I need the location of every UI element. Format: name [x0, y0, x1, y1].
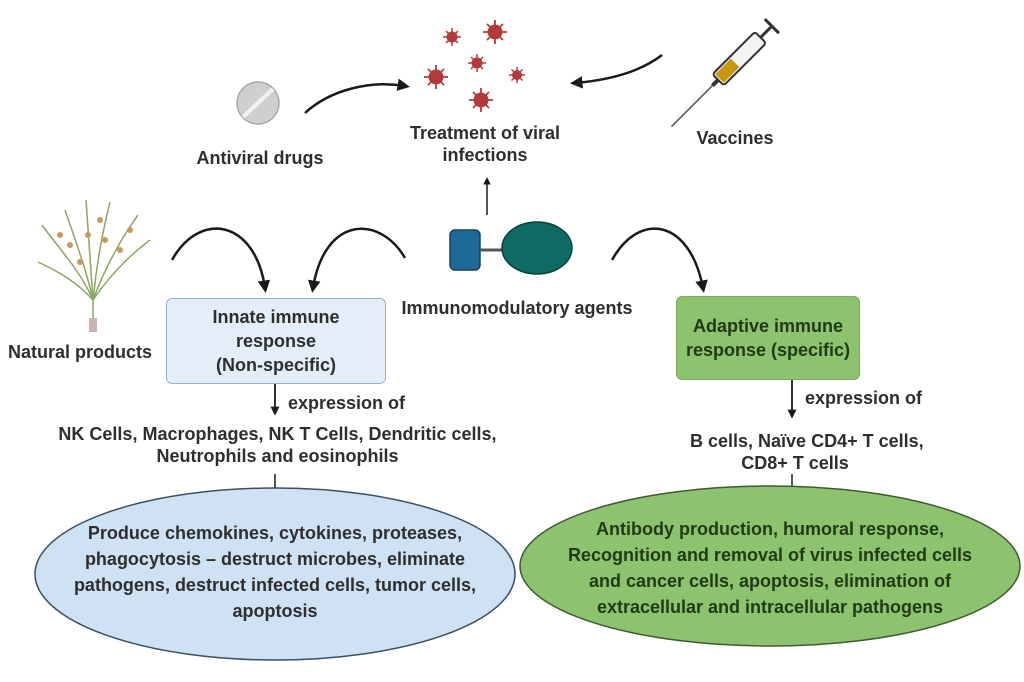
- natural-products-label: Natural products: [7, 342, 153, 362]
- antiviral-drugs-label: Antiviral drugs: [196, 148, 324, 168]
- adaptive-effects-line: and cancer cells, apoptosis, elimination…: [588, 571, 952, 591]
- treatment-label: Treatment of viral infections: [400, 122, 570, 166]
- virus-icon: [443, 28, 461, 46]
- virus-icon: [468, 54, 486, 72]
- adaptive-box-line: response (specific): [685, 340, 851, 360]
- innate-box-line: Innate immune: [212, 307, 340, 327]
- adaptive-effects-ellipse: [519, 485, 1021, 647]
- virus-cluster-icon: [424, 20, 525, 112]
- immunomodulatory-agents-label: Immunomodulatory agents: [401, 298, 633, 318]
- adaptive-effects-line: Antibody production, humoral response,: [595, 519, 944, 539]
- treatment-label-line: infections: [442, 145, 528, 165]
- adaptive-box-line: Adaptive immune: [692, 316, 844, 336]
- innate-cells-line: Neutrophils and eosinophils: [156, 446, 399, 466]
- adaptive-effects-text: Antibody production, humoral response, R…: [520, 516, 1020, 620]
- syringe-icon: [670, 18, 780, 128]
- innate-box-line: (Non-specific): [215, 355, 336, 375]
- virus-icon: [424, 65, 448, 89]
- innate-effects-line: phagocytosis – destruct microbes, elimin…: [84, 549, 466, 569]
- vaccines-label: Vaccines: [696, 128, 774, 148]
- adaptive-cells-line: CD8+ T cells: [741, 453, 849, 473]
- innate-cells-line: NK Cells, Macrophages, NK T Cells, Dendr…: [58, 424, 497, 444]
- innate-effects-line: Produce chemokines, cytokines, proteases…: [87, 523, 463, 543]
- adaptive-effects-line: Recognition and removal of virus infecte…: [567, 545, 973, 565]
- adaptive-cells-line: B cells, Naïve CD4+ T cells,: [690, 431, 924, 451]
- treatment-label-line: Treatment of viral: [409, 123, 561, 143]
- adaptive-expression-label: expression of: [805, 388, 923, 408]
- innate-box-line: response: [235, 331, 317, 351]
- arrow-vaccine-to-treatment: [570, 54, 663, 89]
- arrow-agents-to-adaptive: [610, 227, 708, 293]
- virus-icon: [483, 20, 507, 44]
- innate-immune-response-box: Innate immune response (Non-specific): [166, 298, 386, 384]
- innate-effects-text: Produce chemokines, cytokines, proteases…: [55, 520, 495, 624]
- innate-effects-line: pathogens, destruct infected cells, tumo…: [73, 575, 477, 595]
- adaptive-cells-label: B cells, Naïve CD4+ T cells, CD8+ T cell…: [690, 430, 924, 474]
- pill-icon: [236, 81, 280, 125]
- antibody-molecule-icon: [449, 221, 573, 275]
- innate-effects-line: apoptosis: [232, 601, 318, 621]
- adaptive-immune-response-box: Adaptive immune response (specific): [676, 296, 860, 380]
- arrow-antiviral-to-treatment: [304, 78, 410, 114]
- innate-cells-label: NK Cells, Macrophages, NK T Cells, Dendr…: [40, 423, 515, 467]
- plant-icon: [37, 199, 151, 332]
- arrow-agents-to-innate: [308, 227, 407, 293]
- innate-expression-label: expression of: [288, 393, 406, 413]
- arrow-natural-to-innate: [170, 227, 271, 293]
- virus-icon: [509, 67, 525, 83]
- virus-icon: [469, 88, 493, 112]
- adaptive-effects-line: extracellular and intracellular pathogen…: [596, 597, 944, 617]
- innate-effects-ellipse: [34, 487, 516, 661]
